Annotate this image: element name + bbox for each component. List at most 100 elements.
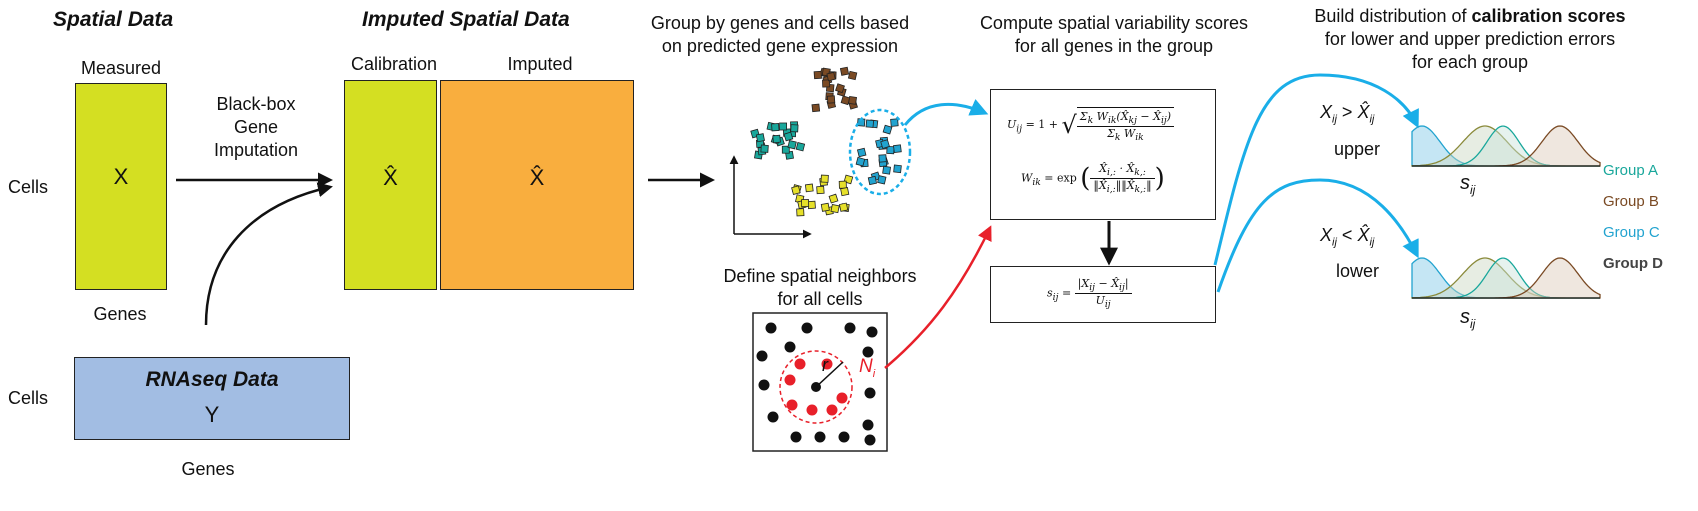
calibration-matrix: X̂ <box>344 80 437 290</box>
neighbor-cell-dot <box>821 358 833 370</box>
u-w-equation-box: Uij = 1 + √ Σk Wik(X̂kj − X̂ij)Σk Wik Wi… <box>990 89 1216 220</box>
scatter-point <box>890 118 899 127</box>
imputed-matrix: X̂ <box>440 80 634 290</box>
blackbox-label: Black-box Gene Imputation <box>213 94 299 160</box>
neighbors-to-equation-arrow <box>884 225 992 369</box>
neighbor-radius-circle <box>779 350 853 424</box>
cell-dot <box>862 346 874 358</box>
spatial-data-title: Spatial Data <box>53 8 174 31</box>
neighbor-cell-dot <box>786 399 798 411</box>
upper-label: upper <box>1334 139 1381 159</box>
scatter-point <box>826 71 836 82</box>
cell-dot <box>801 322 813 334</box>
cell-dot <box>756 350 768 362</box>
neighbor-cell-dot <box>806 404 818 416</box>
neighbor-cell-dot <box>794 358 806 370</box>
scatter-point <box>795 141 806 152</box>
scatter-point <box>790 124 799 133</box>
scatter-point <box>828 193 839 204</box>
scatter-point <box>816 185 825 195</box>
svs-step-label: Compute spatial variability scores for a… <box>979 13 1249 56</box>
selected-cluster-ellipse <box>848 108 912 196</box>
rnaseq-cells-label: Cells <box>8 388 49 408</box>
rnaseq-title: RNAseq Data <box>145 368 279 391</box>
calibration-xhat: X̂ <box>383 165 398 190</box>
scatter-point <box>838 202 849 212</box>
radius-line <box>815 361 844 388</box>
scatter-point <box>826 95 836 104</box>
dist-step-label: Build distribution of calibration scores… <box>1314 6 1626 72</box>
group-legend: Group A Group B Group C Group D <box>1603 155 1663 279</box>
imputed-label: Imputed <box>507 54 573 74</box>
scatter-point <box>779 122 787 131</box>
cell-dot <box>765 322 777 334</box>
cell-dot <box>784 341 796 353</box>
scatter-point <box>811 103 821 113</box>
scatter-point <box>772 134 781 144</box>
cell-dot <box>864 434 876 446</box>
w-equation: Wik = exp (X̂i,: · X̂k,:‖X̂i,:‖‖X̂k,:‖) <box>1021 162 1165 196</box>
cell-dot <box>866 326 878 338</box>
imputed-title: Imputed Spatial Data <box>362 8 570 31</box>
x-symbol: X <box>113 164 129 189</box>
scatter-point <box>856 147 867 158</box>
calibration-label: Calibration <box>350 54 438 74</box>
cell-dot <box>790 431 802 443</box>
scatter-point <box>791 185 801 195</box>
cell-dot <box>864 387 876 399</box>
neighbor-cell-dot <box>784 374 796 386</box>
scatter-point <box>865 119 875 128</box>
scatter-point <box>882 165 892 175</box>
upper-axis-label: sij <box>1460 172 1476 197</box>
scatter-clusters <box>750 66 902 217</box>
scatter-point <box>855 156 866 167</box>
scatter-point <box>882 124 893 135</box>
upper-inequality: Xij > X̂ij <box>1320 102 1375 126</box>
scatter-point <box>835 83 845 94</box>
scatter-point <box>830 204 840 214</box>
rnaseq-genes-label: Genes <box>181 459 235 479</box>
cell-dot <box>814 431 826 443</box>
legend-group-a: Group A <box>1603 162 1659 179</box>
scatter-point <box>796 208 805 217</box>
upper-distribution-plot <box>1411 125 1601 167</box>
neighbor-dots <box>756 322 878 446</box>
rnaseq-matrix: RNAseq Data Y <box>74 357 350 440</box>
scatter-point <box>804 183 814 193</box>
neighbors-step-label: Define spatial neighbors for all cells <box>723 266 917 309</box>
cell-dot <box>838 431 850 443</box>
scatter-point <box>820 174 829 183</box>
scatter-point <box>886 146 895 155</box>
cell-dot <box>862 419 874 431</box>
cluster-to-equation-arrow <box>903 99 989 126</box>
lower-inequality: Xij < X̂ij <box>1320 225 1375 249</box>
scatter-point <box>813 70 822 80</box>
scatter-point <box>771 123 780 132</box>
neighbor-cell-dot <box>836 392 848 404</box>
cell-dot <box>767 411 779 423</box>
scatter-point <box>880 139 890 149</box>
scatter-point <box>801 199 810 208</box>
legend-group-d: Group D <box>1603 255 1663 272</box>
scatter-axes <box>729 155 812 239</box>
rnaseq-curve-arrow <box>204 182 333 326</box>
s-equation-box: sij = |Xij − X̂ij|Uij <box>990 266 1216 323</box>
scatter-point <box>838 180 847 189</box>
group-step-label: Group by genes and cells based on predic… <box>650 13 910 56</box>
legend-group-b: Group B <box>1603 193 1659 210</box>
lower-label: lower <box>1336 261 1380 281</box>
scatter-point <box>877 175 887 185</box>
scatter-point <box>820 202 830 212</box>
u-equation: Uij = 1 + √ Σk Wik(X̂kj − X̂ij)Σk Wik <box>1007 107 1175 143</box>
scatter-point <box>848 95 858 105</box>
spatial-cells-label: Cells <box>8 177 49 197</box>
s-equation: sij = |Xij − X̂ij|Uij <box>1047 277 1132 310</box>
measured-label: Measured <box>80 58 162 78</box>
radius-label: r <box>822 355 828 375</box>
y-symbol: Y <box>204 402 220 427</box>
scatter-point <box>893 164 902 174</box>
lower-axis-label: sij <box>1460 306 1476 331</box>
scatter-point <box>840 187 850 197</box>
scatter-point <box>878 154 887 163</box>
